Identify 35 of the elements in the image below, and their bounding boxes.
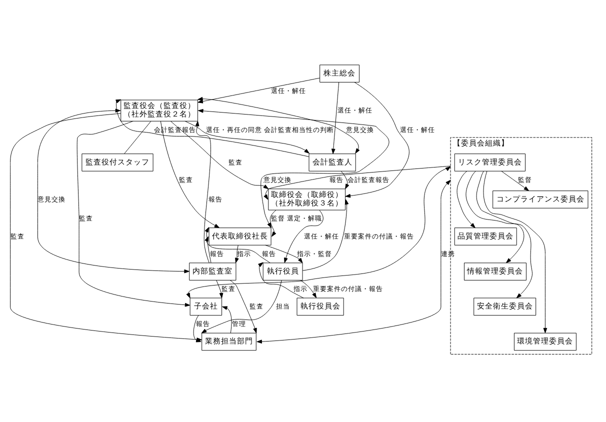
arrow xyxy=(264,165,451,200)
connector xyxy=(124,120,152,154)
arrow xyxy=(235,244,239,263)
arrow xyxy=(184,120,310,154)
arrow xyxy=(300,280,317,298)
arrow xyxy=(198,96,360,154)
arrow xyxy=(331,82,340,154)
arrow xyxy=(345,82,410,198)
arrow xyxy=(186,166,451,298)
arrow xyxy=(195,120,211,263)
arrow xyxy=(37,108,190,273)
arrow xyxy=(201,280,282,333)
arrow xyxy=(116,98,310,156)
arrow xyxy=(256,179,451,344)
arrow xyxy=(198,108,390,228)
arrow xyxy=(216,280,224,298)
arrow xyxy=(456,170,476,228)
arrow xyxy=(160,120,220,228)
arrow xyxy=(230,280,257,333)
arrow xyxy=(204,226,212,263)
arrow xyxy=(76,120,190,306)
arrow xyxy=(501,170,530,190)
arrow xyxy=(198,77,320,103)
arrow xyxy=(302,198,349,270)
arrow xyxy=(466,170,524,263)
arrow xyxy=(222,306,232,333)
arrow xyxy=(265,244,303,263)
arrow xyxy=(204,236,270,263)
arrow xyxy=(258,262,304,298)
arrow xyxy=(340,170,350,189)
arrow xyxy=(483,170,548,333)
arrow xyxy=(476,170,532,298)
arrow xyxy=(284,210,324,263)
arrow xyxy=(270,209,276,236)
arrow xyxy=(170,120,269,189)
